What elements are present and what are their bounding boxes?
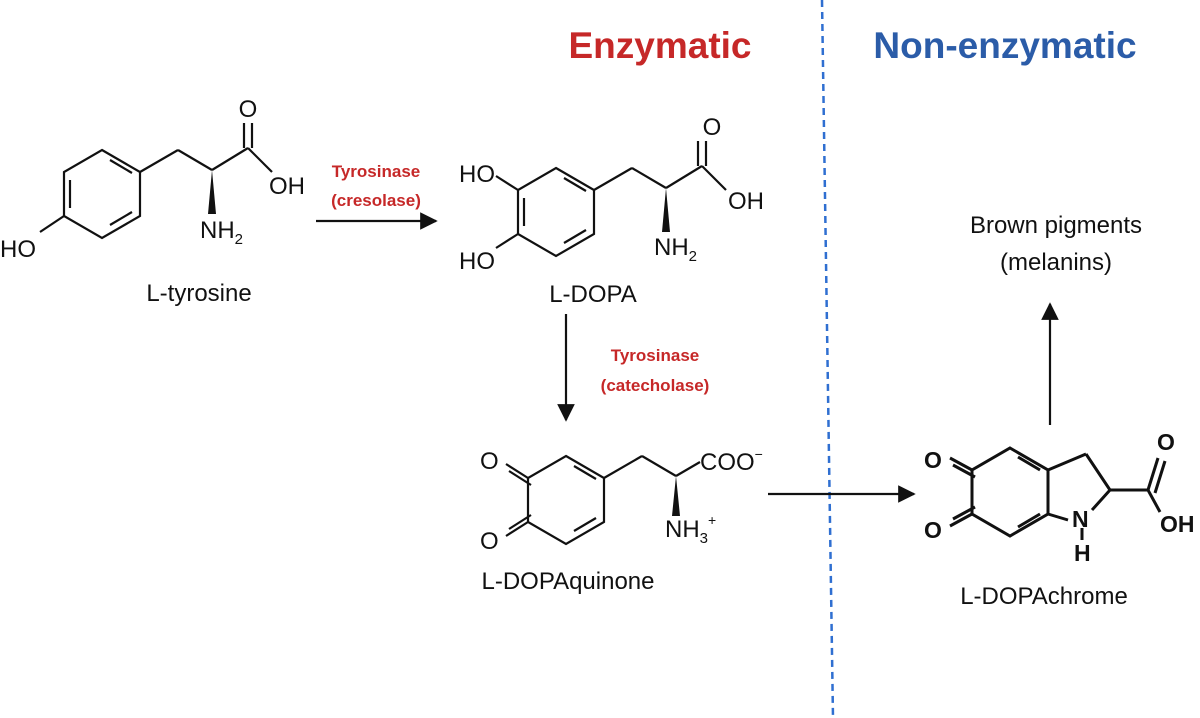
dopaquinone-label: L-DOPAquinone — [482, 568, 655, 595]
tyrosine-ho: HO — [0, 236, 36, 263]
dopachrome-carbonyl-o: O — [1157, 429, 1175, 455]
dopachrome-ring — [970, 446, 1050, 538]
tyrosine-ring — [62, 148, 142, 240]
tyrosine-nh2: NH2 — [200, 217, 243, 248]
section-divider — [820, 0, 835, 718]
tyrosine-structure — [39, 123, 273, 240]
dopa-label: L-DOPA — [549, 281, 637, 308]
pigments-label-1: Brown pigments — [970, 212, 1142, 239]
dopachrome-h: H — [1074, 540, 1091, 566]
dopachrome-structure — [949, 446, 1167, 540]
dopaquinone-coo: COO− — [700, 446, 763, 476]
dopa-oh: OH — [728, 188, 764, 215]
catecholase-label-2: (catecholase) — [601, 376, 710, 395]
dopaquinone-o-top: O — [480, 448, 499, 475]
dopa-ho-bottom: HO — [459, 248, 495, 275]
tyrosine-oh: OH — [269, 173, 305, 200]
dopachrome-label: L-DOPAchrome — [960, 583, 1128, 610]
cresolase-label-2: (cresolase) — [331, 191, 421, 210]
enzymatic-title: Enzymatic — [568, 25, 751, 66]
dopachrome-n: N — [1072, 506, 1089, 532]
dopaquinone-structure — [505, 454, 701, 546]
pigments-label-2: (melanins) — [1000, 249, 1112, 276]
dopa-ring — [516, 166, 596, 258]
dopaquinone-o-bottom: O — [480, 528, 499, 555]
non-enzymatic-title: Non-enzymatic — [873, 25, 1136, 66]
dopa-structure — [495, 141, 727, 258]
dopa-ho-top: HO — [459, 161, 495, 188]
tyrosine-label: L-tyrosine — [146, 280, 251, 307]
dopaquinone-ring — [526, 454, 606, 546]
cresolase-label-1: Tyrosinase — [332, 162, 421, 181]
catecholase-label-1: Tyrosinase — [611, 346, 700, 365]
dopa-carbonyl-o: O — [703, 114, 722, 141]
tyrosine-carbonyl-o: O — [239, 96, 258, 123]
dopachrome-o-top: O — [924, 447, 942, 473]
dopachrome-oh: OH — [1160, 511, 1195, 537]
dopachrome-o-bottom: O — [924, 517, 942, 543]
dopa-nh2: NH2 — [654, 234, 697, 265]
dopaquinone-nh3: NH3+ — [665, 512, 716, 547]
